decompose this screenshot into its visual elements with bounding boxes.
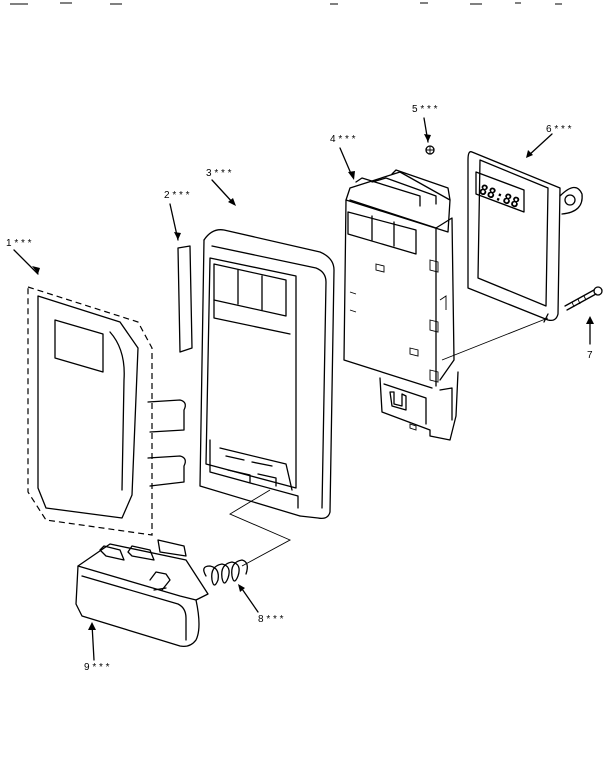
label-part-5: 5 * * *: [412, 104, 438, 115]
part-9-latch-base: [75, 539, 209, 648]
label-part-7: 7: [587, 350, 593, 361]
part-3-control-panel: [199, 229, 335, 520]
part-1-panel-overlay: [27, 286, 186, 536]
label-part-9: 9 * * *: [84, 662, 110, 673]
part-8-spring: [203, 559, 248, 586]
top-edge-marks: [10, 2, 562, 5]
part-2-strip: [177, 245, 193, 353]
label-part-3: 3 * * *: [206, 168, 232, 179]
label-part-4: 4 * * *: [330, 134, 356, 145]
label-part-8: 8 * * *: [258, 614, 284, 625]
part-5-screw: [425, 145, 435, 155]
label-part-1: 1 * * *: [6, 238, 32, 249]
part-labels: 1 * * * 2 * * * 3 * * * 4 * * * 5 * * * …: [6, 104, 593, 673]
label-part-2: 2 * * *: [164, 190, 190, 201]
part-4-control-board: [343, 169, 459, 441]
arrow-heads: [32, 134, 594, 630]
part-7-screw: [564, 286, 603, 311]
label-part-6: 6 * * *: [546, 124, 572, 135]
part-6-display-board: 88:88: [467, 151, 583, 323]
